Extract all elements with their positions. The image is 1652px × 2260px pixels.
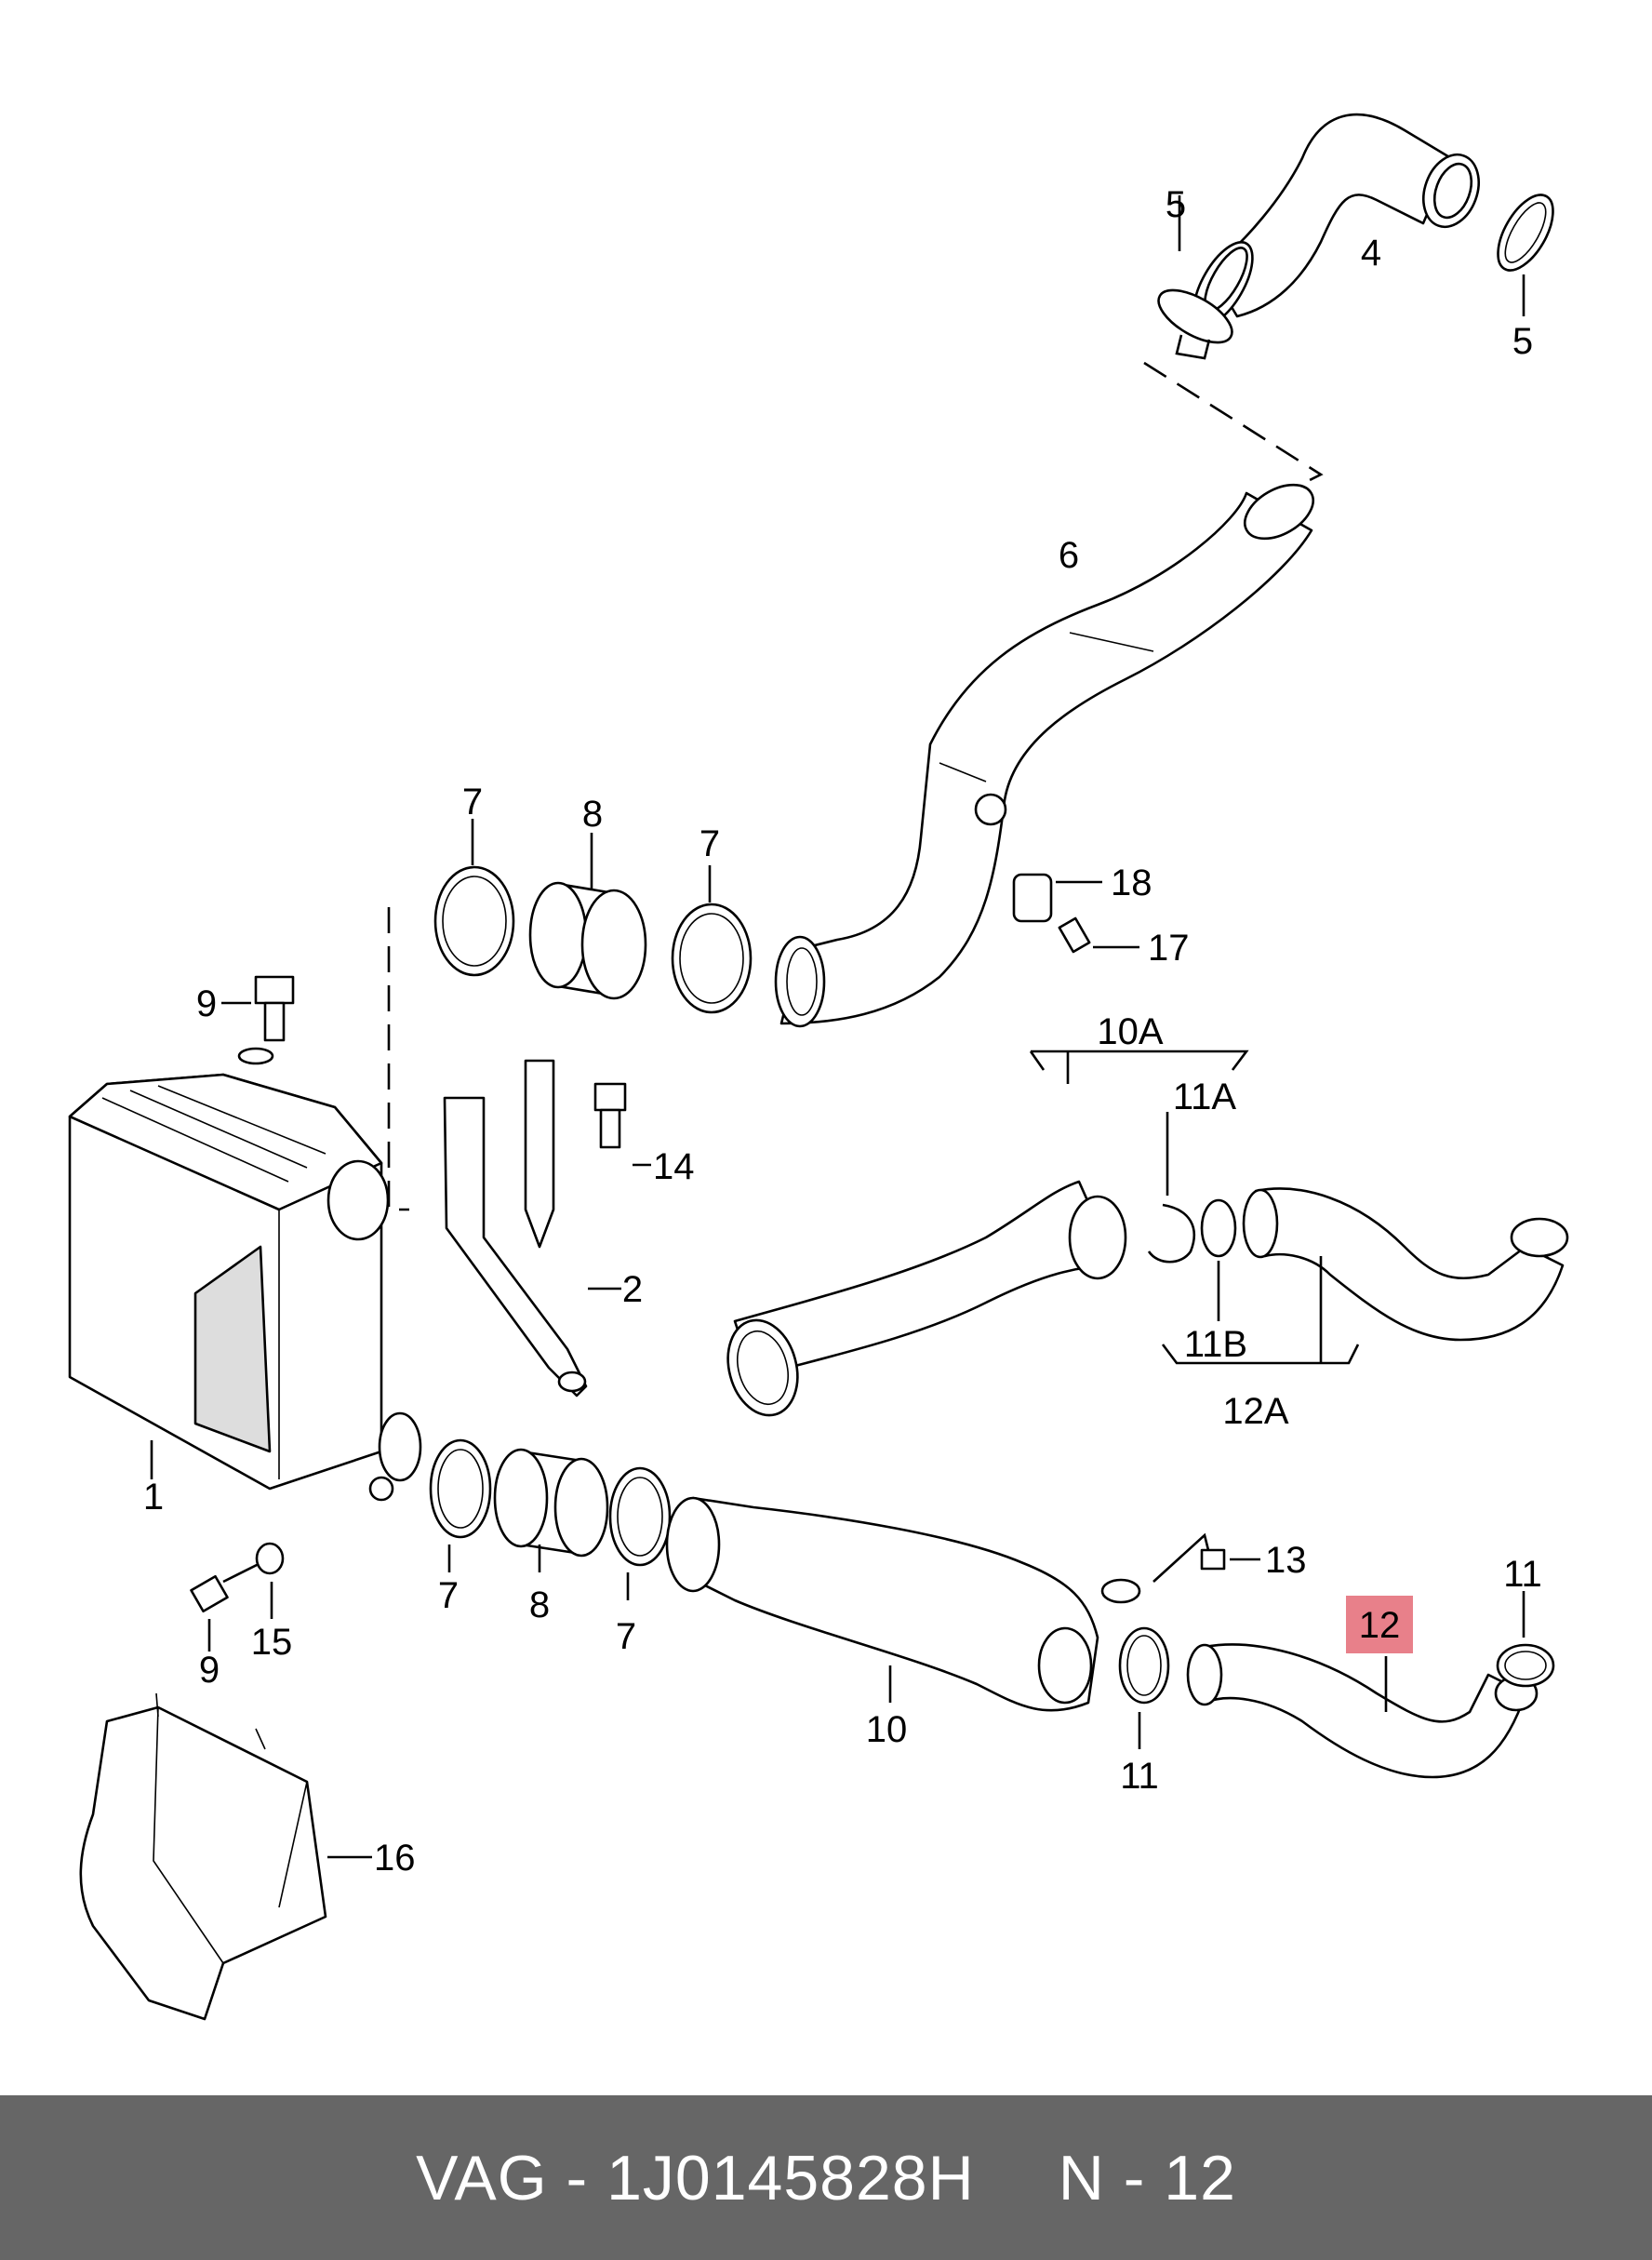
part-7-clamp-lower-right (608, 1466, 672, 1600)
part-1-intercooler (68, 1073, 422, 1502)
part-9-bolt-lower (190, 1557, 271, 1652)
callout-16: 16 (374, 1838, 416, 1879)
part-7-clamp-upper-right (671, 865, 753, 1014)
part-5-clamps-top (1157, 195, 1525, 360)
callout-14: 14 (653, 1146, 695, 1187)
callout-4: 4 (1361, 233, 1381, 274)
callout-11-bottom: 11 (1120, 1756, 1159, 1797)
part-10A-pipe (726, 1050, 1249, 1417)
callout-7-upper-right: 7 (699, 823, 720, 864)
callout-7-upper-left: 7 (462, 782, 483, 822)
part-16-air-guide (79, 1692, 372, 2021)
part-11-clamp-lower (1118, 1626, 1170, 1749)
callout-6: 6 (1059, 535, 1079, 576)
footer-bar: VAG - 1J0145828H N - 12 (0, 2095, 1652, 2260)
part-17-bolt (1058, 916, 1139, 954)
callout-1: 1 (143, 1477, 164, 1518)
part-8-sleeve-lower (493, 1448, 609, 1572)
dash-connector-top (1143, 361, 1324, 495)
callout-11-top-right: 11 (1503, 1554, 1542, 1595)
footer-page-ref: N - 12 (1058, 2142, 1236, 2213)
callout-11B: 11B (1184, 1324, 1247, 1365)
dash-connector-left (387, 907, 409, 1211)
callout-5-left: 5 (1166, 184, 1186, 225)
part-12A-hose (1161, 1187, 1569, 1365)
part-11-clamp-right (1496, 1591, 1555, 1688)
callout-9-upper: 9 (196, 983, 217, 1024)
callout-18: 18 (1111, 863, 1152, 903)
callout-13: 13 (1265, 1540, 1307, 1581)
callout-9-lower: 9 (199, 1650, 220, 1691)
footer-text: VAG - 1J0145828H N - 12 (416, 2142, 1236, 2214)
callout-12A: 12A (1222, 1391, 1288, 1432)
callout-11A: 11A (1173, 1077, 1237, 1117)
part-14-bolt (593, 1082, 651, 1167)
part-6-charge-pipe (774, 483, 1314, 1028)
part-9-bolt-upper (221, 975, 295, 1065)
callout-17: 17 (1148, 928, 1190, 969)
callout-12: 12 (1359, 1605, 1401, 1646)
part-8-sleeve-upper (528, 833, 647, 1000)
callout-7-lower-right: 7 (616, 1616, 636, 1657)
part-7-clamp-upper-left (433, 819, 515, 977)
callout-8-lower: 8 (529, 1585, 550, 1625)
part-15-washer (255, 1542, 285, 1619)
part-13-nut (1200, 1548, 1260, 1571)
part-11B-oring (1200, 1198, 1237, 1321)
part-7-clamp-lower-left (429, 1438, 492, 1572)
parts-diagram: 4 5 5 6 7 8 7 18 17 9 10A 11A 14 2 11B 1… (68, 113, 1569, 2021)
part-10-lower-pipe (665, 1496, 1211, 1712)
callout-7-lower-left: 7 (438, 1575, 459, 1616)
highlight-box-12 (1346, 1596, 1413, 1653)
footer-part-number: VAG - 1J0145828H (416, 2142, 975, 2213)
callout-15: 15 (251, 1622, 293, 1663)
callout-5-right: 5 (1512, 321, 1533, 362)
part-18-sensor (974, 793, 1102, 923)
callout-10: 10 (866, 1709, 908, 1750)
part-12-lower-hose (1186, 1643, 1539, 1779)
callout-2: 2 (622, 1269, 643, 1310)
callout-10A: 10A (1097, 1011, 1163, 1052)
part-11A-circlip (1147, 1112, 1196, 1264)
callout-8-upper: 8 (582, 794, 603, 835)
part-2-bracket (443, 1059, 621, 1397)
part-4-upper-hose (1192, 113, 1554, 327)
